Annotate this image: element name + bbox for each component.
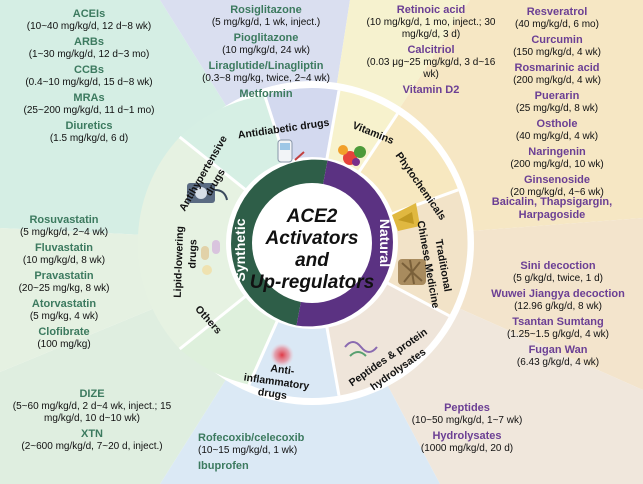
drug-dose: (10~40 mg/kg/d, 12 d~8 wk)	[26, 21, 152, 32]
tcm-list: Sini decoction (5 g/kg/d, twice, 1 d) Wu…	[478, 260, 638, 372]
synthetic-label: Synthetic	[232, 218, 248, 281]
drug-name: Pioglitazone	[233, 32, 299, 44]
drug-name: Hydrolysates	[432, 430, 502, 442]
ring-label-lipid-line2: drugs	[186, 239, 199, 269]
drug-dose: (40 mg/kg/d, 6 mo)	[515, 19, 599, 30]
antidiabetic-list: Rosiglitazone (5 mg/kg/d, 1 wk, inject.)…	[186, 4, 346, 101]
drug-name: Calcitriol	[407, 44, 455, 56]
drug-name: ARBs	[74, 36, 104, 48]
drug-name: Clofibrate	[38, 326, 90, 338]
antihypertensive-list: ACEIs (10~40 mg/kg/d, 12 d~8 wk) ARBs (1…	[14, 8, 164, 148]
drug-name: Ibuprofen	[198, 460, 249, 472]
drug-name: Rosuvastatin	[29, 214, 99, 226]
drug-dose: (1~30 mg/kg/d, 12 d~3 mo)	[28, 49, 150, 60]
drug-name: Resveratrol	[526, 6, 588, 18]
drug-dose: (12.96 g/kg/d, 8 wk)	[514, 301, 602, 312]
center-title-line3: and	[295, 250, 329, 271]
drug-name: Metformin	[239, 88, 293, 100]
drug-name: MRAs	[73, 92, 105, 104]
roots-icon	[398, 259, 426, 285]
drug-dose: (10 mg/kg/d, 1 mo, inject.; 30 mg/kg/d, …	[366, 17, 496, 40]
center-disc	[252, 183, 372, 303]
drug-name: Peptides	[444, 402, 490, 414]
inflammation-icon	[270, 343, 294, 367]
phytochemicals-extra: Baicalin, Thapsigargin, Harpagoside	[462, 196, 642, 222]
drug-name: Rosiglitazone	[230, 4, 302, 16]
drug-dose: (0.03 μg~25 mg/kg/d, 3 d~16 wk)	[366, 57, 496, 80]
drug-dose: (0.3~8 mg/kg, twice, 2~4 wk)	[202, 73, 330, 84]
drug-name: ACEIs	[72, 8, 106, 20]
drug-name: Sini decoction	[520, 260, 596, 272]
drug-dose: (25 mg/kg/d, 8 wk)	[515, 103, 599, 114]
scale-icon	[187, 183, 228, 203]
center-title-line1: ACE2	[286, 206, 338, 227]
drug-name: Diuretics	[65, 120, 113, 132]
ring-label-antiinflammatory-line1: Anti-	[270, 362, 296, 377]
drug-name: Atorvastatin	[31, 298, 97, 310]
drug-name: Fluvastatin	[34, 242, 94, 254]
center-title-line4: Up-regulators	[250, 272, 375, 293]
drug-name: Naringenin	[528, 146, 586, 158]
drug-dose: (5 mg/kg/d, 1 wk, inject.)	[211, 17, 321, 28]
drug-dose: (150 mg/kg/d, 4 wk)	[513, 47, 601, 58]
drug-dose: (25~200 mg/kg/d, 11 d~1 mo)	[23, 105, 155, 116]
vitamins-list: Retinoic acid (10 mg/kg/d, 1 mo, inject.…	[366, 4, 496, 97]
drug-name: Curcumin	[531, 34, 583, 46]
drug-dose: (1.25~1.5 g/kg/d, 4 wk)	[506, 329, 609, 340]
drug-name: Osthole	[536, 118, 578, 130]
molecule-icon	[344, 341, 378, 357]
drug-name: Tsantan Sumtang	[512, 316, 604, 328]
drug-name: Pravastatin	[34, 270, 94, 282]
drug-dose: (0.4~10 mg/kg/d, 15 d~8 wk)	[25, 77, 153, 88]
drug-name: DIZE	[79, 388, 105, 400]
drug-name: CCBs	[74, 64, 104, 76]
drug-dose: (20 mg/kg/d, 4~6 wk)	[510, 187, 604, 198]
drug-dose: (200 mg/kg/d, 4 wk)	[513, 75, 601, 86]
others-list: DIZE (5~60 mg/kg/d, 2 d~4 wk, inject.; 1…	[4, 388, 180, 456]
herbs-icon	[392, 203, 420, 231]
natural-label: Natural	[377, 219, 393, 267]
drug-name: Rosmarinic acid	[514, 62, 600, 74]
drug-dose: (6.43 g/kg/d, 4 wk)	[516, 357, 600, 368]
lipid-list: Rosuvastatin (5 mg/kg/d, 2~4 wk) Fluvast…	[8, 214, 120, 354]
drug-dose: (5 mg/kg/d, 2~4 wk)	[19, 227, 109, 238]
drug-name: Puerarin	[534, 90, 580, 102]
drug-dose: (5 mg/kg, 4 wk)	[29, 311, 99, 322]
drug-name: Ginsenoside	[523, 174, 591, 186]
ring-label-antiinflammatory-line3: drugs	[257, 386, 288, 402]
drug-name: Liraglutide/Linagliptin	[208, 60, 324, 72]
drug-dose: (10 mg/kg/d, 8 wk)	[22, 255, 106, 266]
center-title-line2: Activators	[265, 228, 359, 249]
drug-dose: (10 mg/kg/d, 24 wk)	[222, 45, 310, 56]
drug-dose: (5 g/kg/d, twice, 1 d)	[512, 273, 604, 284]
ring-label-lipid-line1: Lipid-lowering	[172, 226, 186, 298]
drug-dose: (100 mg/kg)	[37, 339, 91, 350]
antiinflammatory-list: Rofecoxib/celecoxib (10~15 mg/kg/d, 1 wk…	[198, 432, 328, 473]
drug-dose: (200 mg/kg/d, 10 wk)	[510, 159, 604, 170]
drug-name: Baicalin, Thapsigargin, Harpagoside	[491, 196, 613, 221]
fruits-icon	[338, 145, 366, 166]
ring-lipid	[137, 137, 312, 349]
glucometer-icon	[277, 139, 305, 163]
drug-dose: (40 mg/kg/d, 4 wk)	[515, 131, 599, 142]
drug-name: Vitamin D2	[402, 84, 460, 96]
drug-dose: (10~50 mg/kg/d, 1~7 wk)	[411, 415, 523, 426]
drug-dose: (1000 mg/kg/d, 20 d)	[420, 443, 514, 454]
drug-name: Retinoic acid	[396, 4, 466, 16]
drug-dose: (2~600 mg/kg/d, 7~20 d, inject.)	[21, 441, 163, 452]
drug-dose: (20~25 mg/kg, 8 wk)	[18, 283, 110, 294]
peptides-list: Peptides (10~50 mg/kg/d, 1~7 wk) Hydroly…	[392, 402, 542, 458]
drug-name: Fugan Wan	[528, 344, 588, 356]
drug-dose: (1.5 mg/kg/d, 6 d)	[49, 133, 129, 144]
phytochemicals-list: Resveratrol (40 mg/kg/d, 6 mo) Curcumin …	[482, 6, 632, 202]
pills-icon	[201, 240, 220, 275]
drug-name: Rofecoxib/celecoxib	[198, 432, 305, 444]
drug-dose: (5~60 mg/kg/d, 2 d~4 wk, inject.; 15 mg/…	[12, 401, 172, 424]
drug-name: Wuwei Jiangya decoction	[491, 288, 625, 300]
drug-dose: (10~15 mg/kg/d, 1 wk)	[198, 445, 298, 456]
drug-name: XTN	[81, 428, 103, 440]
